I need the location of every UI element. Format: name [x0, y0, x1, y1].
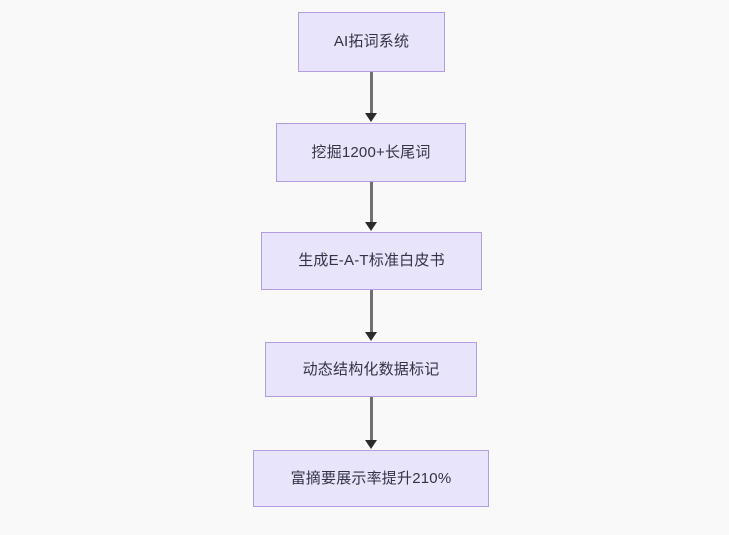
flow-node-label: 挖掘1200+长尾词	[311, 143, 431, 161]
flow-node-rich-snippet-uplift[interactable]: 富摘要展示率提升210%	[253, 450, 489, 507]
arrowhead-n1-n2	[365, 113, 377, 122]
edge-n1-n2	[370, 72, 373, 114]
flow-node-label: 富摘要展示率提升210%	[290, 469, 452, 487]
flow-node-ai-keyword-system[interactable]: AI拓词系统	[298, 12, 445, 72]
flow-node-label: AI拓词系统	[333, 33, 410, 50]
flow-node-dynamic-structured-data[interactable]: 动态结构化数据标记	[265, 342, 477, 397]
flow-node-label: 生成E-A-T标准白皮书	[298, 252, 445, 269]
arrowhead-n3-n4	[365, 332, 377, 341]
arrowhead-n4-n5	[365, 440, 377, 449]
edge-n4-n5	[370, 397, 373, 441]
edge-n3-n4	[370, 290, 373, 333]
flow-node-mine-longtail-keywords[interactable]: 挖掘1200+长尾词	[276, 123, 466, 182]
arrowhead-n2-n3	[365, 222, 377, 231]
edge-n2-n3	[370, 182, 373, 223]
flow-node-label: 动态结构化数据标记	[302, 360, 440, 378]
flow-node-generate-eat-whitepaper[interactable]: 生成E-A-T标准白皮书	[261, 232, 482, 290]
